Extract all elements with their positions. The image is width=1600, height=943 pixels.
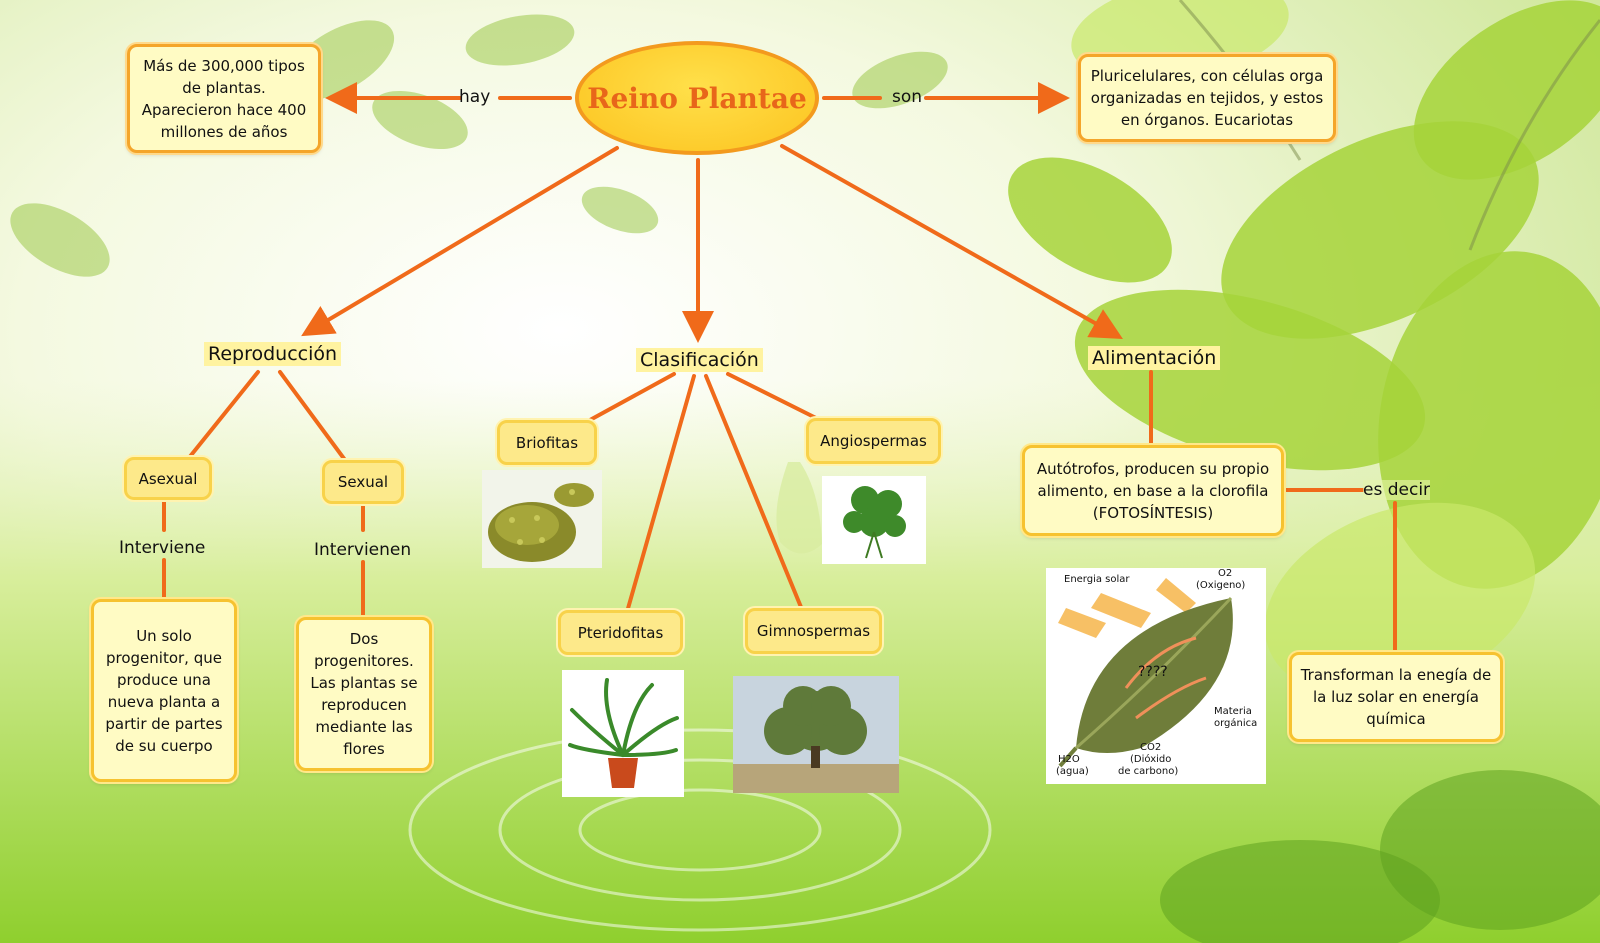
node-sexual: Sexual (322, 460, 404, 504)
info-box-energia: Transforman la enegía de la luz solar en… (1289, 652, 1503, 742)
info-box-characteristics: Pluricelulares, con células orga organiz… (1078, 54, 1336, 142)
diagram-o2-sub-label: (Oxigeno) (1196, 580, 1245, 591)
branch-reproduccion: Reproducción (204, 342, 342, 366)
node-briofitas: Briofitas (497, 420, 597, 465)
diagram-sun-label: Energia solar (1064, 574, 1130, 585)
info-box-sexual: Dos progenitores. Las plantas se reprodu… (296, 617, 432, 771)
photosynthesis-diagram: Energia solar O2 (Oxigeno) ???? Materia … (1046, 568, 1266, 784)
diagram-water-sub-label: (agua) (1056, 766, 1089, 777)
moss-image (482, 470, 602, 568)
branch-clasificacion: Clasificación (636, 348, 763, 372)
diagram-center-label: ???? (1138, 664, 1168, 680)
link-label-interviene: Interviene (119, 538, 206, 558)
diagram-water-label: H2O (1058, 754, 1080, 765)
diagram-organic-label: Materia (1214, 706, 1252, 717)
node-pteridofitas: Pteridofitas (558, 610, 683, 655)
fern-image (562, 670, 684, 797)
link-label-es-decir: es decir (1363, 480, 1431, 500)
info-box-asexual: Un solo progenitor, que produce una nuev… (91, 599, 237, 782)
branch-alimentacion: Alimentación (1088, 346, 1221, 370)
diagram-organic2-label: orgánica (1214, 717, 1257, 729)
root-node: Reino Plantae (575, 41, 819, 155)
tree-image (733, 676, 899, 793)
node-asexual: Asexual (124, 457, 212, 500)
diagram-co2-sub-label: (Dióxido (1130, 753, 1171, 765)
info-box-autotrofos: Autótrofos, producen su propio alimento,… (1022, 445, 1284, 536)
link-label-hay: hay (459, 87, 491, 107)
diagram-co2-sub2-label: de carbono) (1118, 766, 1178, 777)
angiosperm-image (776, 462, 926, 564)
link-label-intervienen: Intervienen (314, 540, 412, 560)
diagram-co2-label: CO2 (1140, 742, 1161, 753)
node-angiospermas: Angiospermas (806, 418, 941, 464)
root-title: Reino Plantae (587, 81, 807, 115)
info-box-species: Más de 300,000 tipos de plantas. Apareci… (127, 44, 321, 153)
link-label-son: son (892, 87, 923, 107)
node-gimnospermas: Gimnospermas (745, 608, 882, 654)
diagram-o2-label: O2 (1218, 568, 1232, 579)
